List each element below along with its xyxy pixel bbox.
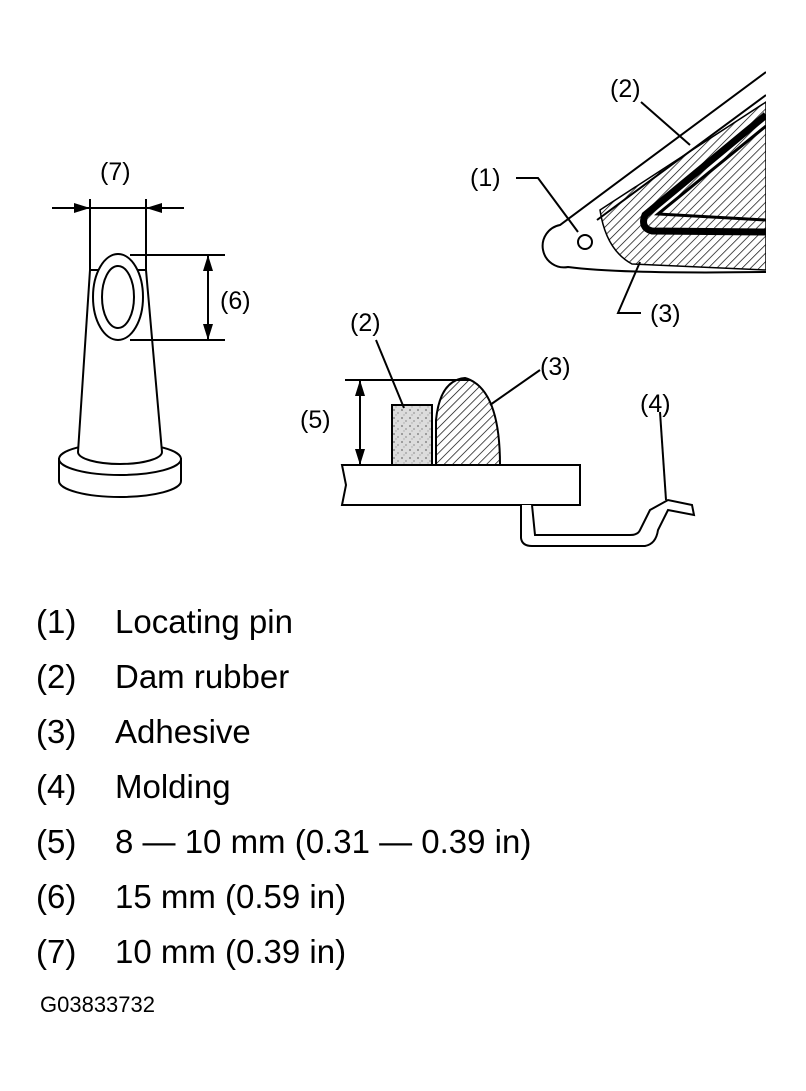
dimension-6 [130,254,225,341]
callout-1-top: (1) [470,164,501,192]
legend-number: (4) [36,768,77,805]
dimension-7 [52,199,184,270]
adhesive-bead [435,376,502,466]
legend-text: Adhesive [115,713,251,750]
legend-text: Locating pin [115,603,293,640]
legend-number: (1) [36,603,77,640]
glass-edge-section [541,71,766,274]
legend-item: (3) Adhesive [36,708,531,763]
installation-diagram: (7) (6) (1) (2) (3) (2) (3) (4 [52,71,766,547]
dam-rubber-block [391,404,433,466]
glass-panel [340,464,581,506]
nozzle-drawing [58,253,182,498]
legend-list: (1) Locating pin (2) Dam rubber (3) Adhesiv… [36,598,531,983]
legend-text: Molding [115,768,231,805]
callout-7: (7) [100,158,131,186]
callout-3-top: (3) [650,300,681,328]
leader-4 [659,411,667,501]
dam-layer [654,124,766,222]
leader-2-section [375,339,405,409]
nozzle-tip-inner [101,265,135,329]
legend-item: (6) 15 mm (0.59 in) [36,873,531,928]
legend-item: (1) Locating pin [36,598,531,653]
callout-6: (6) [220,287,251,315]
locating-pin [577,234,593,250]
legend-number: (5) [36,823,77,860]
leader-1 [516,177,579,233]
figure-code: G03833732 [40,992,155,1017]
legend-number: (2) [36,658,77,695]
legend-item: (7) 10 mm (0.39 in) [36,928,531,983]
leader-3-top [616,261,641,314]
legend-text: 8 — 10 mm (0.31 — 0.39 in) [115,823,532,860]
legend-number: (7) [36,933,77,970]
molding-line [596,94,766,221]
legend-text: 15 mm (0.59 in) [115,878,347,915]
glass-layer [640,112,766,236]
callout-2-section: (2) [350,309,381,337]
legend-number: (6) [36,878,77,915]
leader-2-top [640,101,691,146]
callout-5: (5) [300,406,331,434]
dimension-5 [345,379,470,466]
callout-3-section: (3) [540,353,571,381]
body-panel [541,71,766,274]
legend-item: (4) Molding [36,763,531,818]
legend-item: (2) Dam rubber [36,653,531,708]
legend-text: 10 mm (0.39 in) [115,933,347,970]
legend-text: Dam rubber [115,658,290,695]
molding-profile [520,498,696,547]
leader-3-section [489,369,541,406]
callout-2-top: (2) [610,75,641,103]
legend-number: (3) [36,713,77,750]
callout-4: (4) [640,390,671,418]
legend-item: (5) 8 — 10 mm (0.31 — 0.39 in) [36,818,531,873]
